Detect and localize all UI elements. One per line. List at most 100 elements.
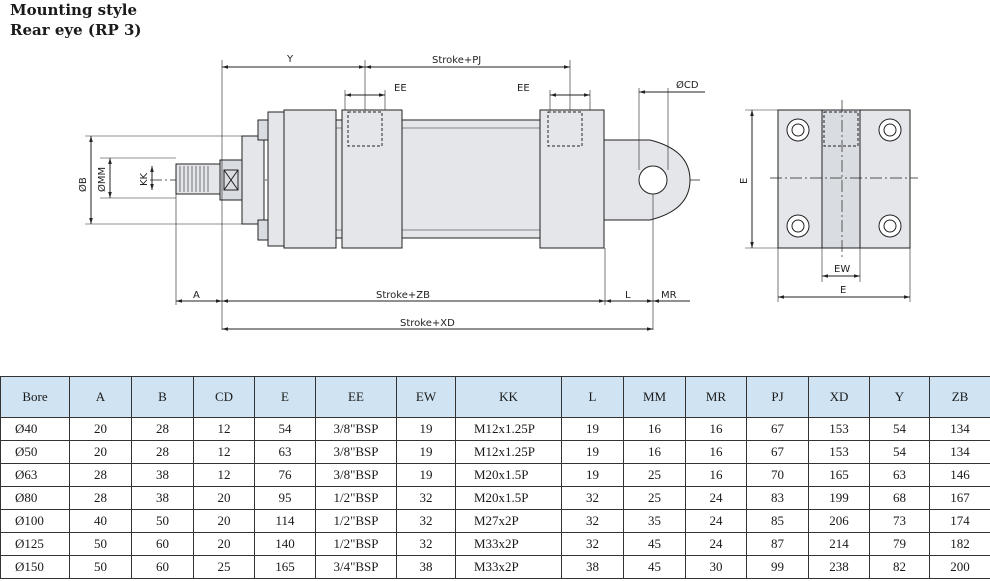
table-cell: 24 xyxy=(685,486,747,510)
table-cell: 32 xyxy=(561,532,624,556)
column-header-l: L xyxy=(561,376,624,418)
table-cell: M27x2P xyxy=(455,509,562,533)
dim-cd: ØCD xyxy=(676,79,699,91)
table-cell: 199 xyxy=(808,486,870,510)
table-cell: 1/2"BSP xyxy=(315,532,397,556)
table-cell: 3/8"BSP xyxy=(315,440,397,464)
table-cell: 165 xyxy=(808,463,870,487)
table-cell: M33x2P xyxy=(455,532,562,556)
table-cell: 32 xyxy=(396,532,456,556)
table-cell: 114 xyxy=(254,509,316,533)
dim-mm: ØMM xyxy=(96,167,108,192)
table-cell: M33x2P xyxy=(455,555,562,579)
table-cell: 60 xyxy=(131,555,194,579)
table-cell: 1/2"BSP xyxy=(315,509,397,533)
table-cell: 38 xyxy=(131,463,194,487)
table-cell: 24 xyxy=(685,532,747,556)
cylinder-drawing: Y Stroke+PJ EE EE ØCD ØB ØMM KK A Stroke… xyxy=(77,54,918,331)
table-cell: 153 xyxy=(808,417,870,441)
table-cell: 30 xyxy=(685,555,747,579)
piston-rod xyxy=(175,163,229,195)
dim-stroke-xd: Stroke+XD xyxy=(400,318,455,329)
table-cell: 67 xyxy=(746,440,809,464)
column-header-xd: XD xyxy=(808,376,870,418)
table-cell: Ø50 xyxy=(0,440,70,464)
table-cell: 174 xyxy=(929,509,990,533)
table-cell: 134 xyxy=(929,440,990,464)
table-cell: 82 xyxy=(869,555,930,579)
table-cell: 54 xyxy=(869,440,930,464)
table-cell: 25 xyxy=(623,463,686,487)
table-cell: 50 xyxy=(69,555,132,579)
column-header-e: E xyxy=(254,376,316,418)
table-cell: 28 xyxy=(69,463,132,487)
table-cell: Ø80 xyxy=(0,486,70,510)
table-cell: 32 xyxy=(396,486,456,510)
table-cell: 79 xyxy=(869,532,930,556)
table-cell: 238 xyxy=(808,555,870,579)
table-cell: 70 xyxy=(746,463,809,487)
column-header-mr: MR xyxy=(685,376,747,418)
dim-b: ØB xyxy=(77,177,89,192)
column-header-ew: EW xyxy=(396,376,456,418)
table-cell: 206 xyxy=(808,509,870,533)
front-gland xyxy=(241,135,265,225)
table-cell: 19 xyxy=(396,463,456,487)
table-cell: 54 xyxy=(254,417,316,441)
column-header-mm: MM xyxy=(623,376,686,418)
column-header-ee: EE xyxy=(315,376,397,418)
dim-l: L xyxy=(625,290,631,301)
dim-y: Y xyxy=(286,54,294,65)
front-cap xyxy=(267,111,285,247)
column-header-y: Y xyxy=(869,376,930,418)
dim-ew: EW xyxy=(834,264,850,275)
table-cell: 12 xyxy=(193,440,255,464)
table-cell: 140 xyxy=(254,532,316,556)
table-cell: 87 xyxy=(746,532,809,556)
table-cell: 16 xyxy=(685,440,747,464)
column-header-kk: KK xyxy=(455,376,562,418)
table-cell: M12x1.25P xyxy=(455,417,562,441)
table-cell: 38 xyxy=(131,486,194,510)
table-cell: 19 xyxy=(561,417,624,441)
table-cell: 28 xyxy=(131,417,194,441)
table-cell: 85 xyxy=(746,509,809,533)
heading: Mounting style Rear eye (RP 3) xyxy=(10,0,141,40)
table-cell: 28 xyxy=(69,486,132,510)
dim-e-horizontal: E xyxy=(840,285,846,296)
column-header-a: A xyxy=(69,376,132,418)
table-cell: 54 xyxy=(869,417,930,441)
dim-mr: MR xyxy=(661,290,677,301)
table-cell: 20 xyxy=(193,486,255,510)
table-cell: 167 xyxy=(929,486,990,510)
dim-a: A xyxy=(193,290,200,301)
heading-mounting-style: Mounting style xyxy=(10,1,137,19)
table-cell: 20 xyxy=(193,509,255,533)
table-cell: 73 xyxy=(869,509,930,533)
table-cell: 153 xyxy=(808,440,870,464)
table-cell: 76 xyxy=(254,463,316,487)
table-cell: 63 xyxy=(254,440,316,464)
table-cell: 67 xyxy=(746,417,809,441)
table-cell: 1/2"BSP xyxy=(315,486,397,510)
table-cell: 19 xyxy=(561,463,624,487)
table-cell: 19 xyxy=(396,440,456,464)
table-cell: 45 xyxy=(623,532,686,556)
table-cell: 182 xyxy=(929,532,990,556)
table-cell: 32 xyxy=(561,486,624,510)
table-cell: 25 xyxy=(193,555,255,579)
table-cell: Ø40 xyxy=(0,417,70,441)
table-cell: 3/8"BSP xyxy=(315,463,397,487)
table-cell: 16 xyxy=(623,440,686,464)
table-cell: M20x1.5P xyxy=(455,486,562,510)
table-cell: 12 xyxy=(193,417,255,441)
table-cell: 19 xyxy=(396,417,456,441)
end-view xyxy=(745,100,918,302)
